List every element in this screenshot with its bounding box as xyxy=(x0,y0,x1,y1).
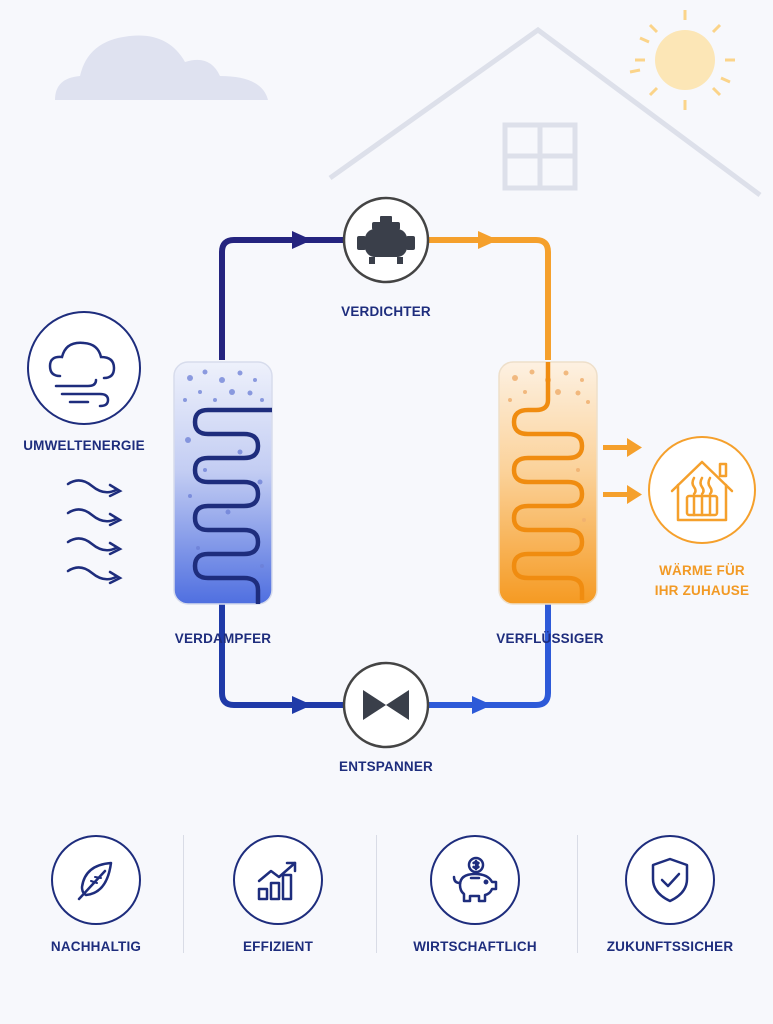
condenser xyxy=(498,361,598,605)
flow-arrow xyxy=(478,231,498,249)
home-heat-label-line2: IHR ZUHAUSE xyxy=(654,583,750,598)
flow-arrow xyxy=(472,696,492,714)
condenser-coil xyxy=(511,362,585,600)
house-heating-icon xyxy=(670,460,734,522)
home-heat-label-line1: WÄRME FÜR xyxy=(659,563,745,578)
evaporator xyxy=(173,361,273,605)
home-heat-node xyxy=(648,436,756,544)
flow-arrow xyxy=(292,231,312,249)
evaporator-label: VERDAMPFER xyxy=(174,631,272,646)
house-outline xyxy=(328,26,762,198)
feature-economical: WIRTSCHAFTLICH xyxy=(380,835,570,954)
pipe-compressor-to-condenser xyxy=(428,237,551,360)
pipe-expansion-to-evaporator xyxy=(219,603,345,708)
ambient-energy-label: UMWELTENERGIE xyxy=(23,438,145,453)
feature-divider xyxy=(376,835,377,953)
growth-chart-icon xyxy=(257,861,297,901)
ambient-energy-node xyxy=(27,311,141,425)
expansion-valve-node xyxy=(342,661,430,749)
feature-divider xyxy=(577,835,578,953)
feature-label: ZUKUNFTSSICHER xyxy=(606,939,734,954)
flow-arrow xyxy=(292,696,312,714)
feature-icon-circle xyxy=(430,835,520,925)
evaporator-coil xyxy=(192,407,272,604)
expansion-label: ENTSPANNER xyxy=(338,759,433,774)
cloud-icon xyxy=(55,35,268,100)
compressor-icon xyxy=(357,216,415,264)
sun-icon xyxy=(629,10,735,110)
feature-sustainable: NACHHALTIG xyxy=(1,835,191,954)
cloud-wind-icon xyxy=(48,341,116,408)
feature-label: EFFIZIENT xyxy=(242,939,314,954)
pipe-condenser-to-expansion xyxy=(428,603,551,708)
feature-divider xyxy=(183,835,184,953)
feature-efficient: EFFIZIENT xyxy=(183,835,373,954)
feature-icon-circle xyxy=(233,835,323,925)
evaporator-bubbles xyxy=(183,369,264,568)
compressor-node xyxy=(342,196,430,284)
piggy-bank-icon xyxy=(452,856,498,903)
compressor-label: VERDICHTER xyxy=(341,304,431,319)
leaf-icon xyxy=(77,861,113,901)
feature-label: NACHHALTIG xyxy=(50,939,142,954)
valve-icon xyxy=(363,690,409,720)
pipe-evaporator-to-compressor xyxy=(219,237,345,360)
home-heat-label: WÄRME FÜR IHR ZUHAUSE xyxy=(640,561,764,601)
heat-output-arrows xyxy=(603,438,642,504)
condenser-label: VERFLÜSSIGER xyxy=(496,631,604,646)
feature-icon-circle xyxy=(51,835,141,925)
airflow-arrows xyxy=(66,479,123,585)
feature-icon-circle xyxy=(625,835,715,925)
shield-check-icon xyxy=(651,857,689,903)
feature-label: WIRTSCHAFTLICH xyxy=(413,939,537,954)
feature-futureproof: ZUKUNFTSSICHER xyxy=(575,835,765,954)
